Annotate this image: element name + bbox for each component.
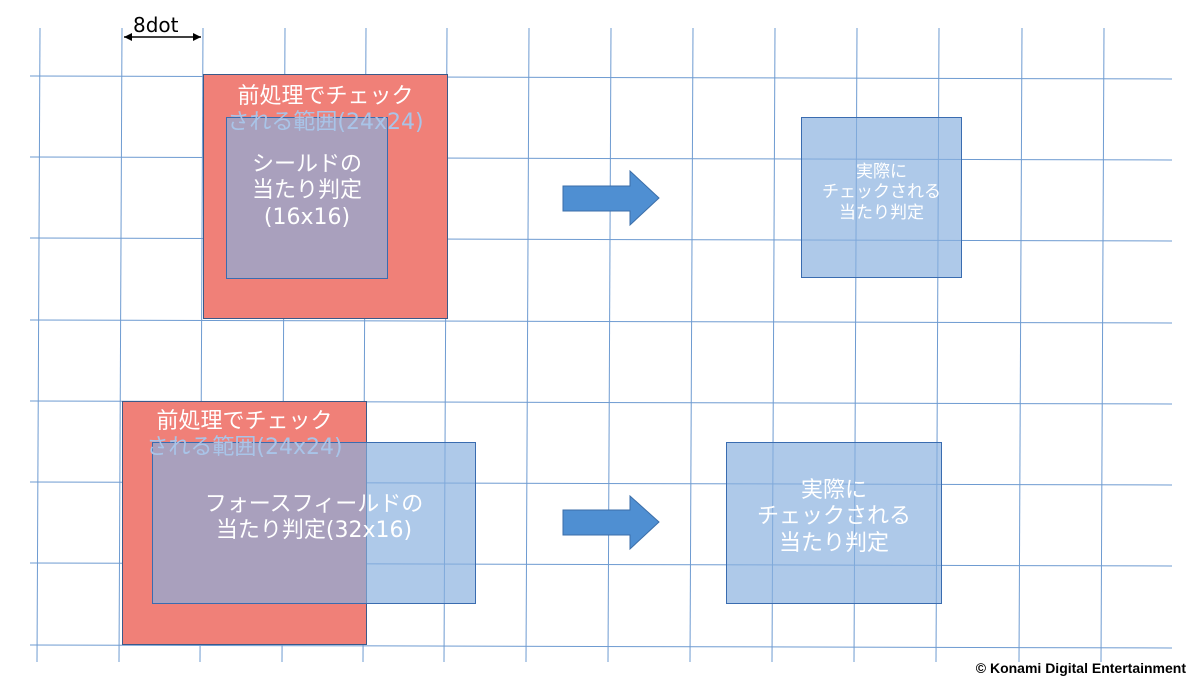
grid-line-vertical bbox=[525, 27, 530, 663]
result-label-bottom: 実際に チェックされる 当たり判定 bbox=[726, 478, 942, 557]
result-line-3: 当たり判定 bbox=[778, 530, 889, 556]
precheck-line-2: される範囲(24x24) bbox=[227, 110, 424, 136]
grid-line-horizontal bbox=[29, 644, 1173, 649]
result-label-top: 実際に チェックされる 当たり判定 bbox=[801, 162, 962, 223]
grid-line-vertical bbox=[607, 27, 612, 663]
force-field-label: フォースフィールドの 当たり判定(32x16) bbox=[152, 492, 476, 545]
grid-line-horizontal bbox=[29, 237, 1173, 242]
grid-line-vertical bbox=[118, 27, 123, 663]
grid-line-horizontal bbox=[29, 156, 1173, 161]
precheck-line-1: 前処理でチェック bbox=[156, 409, 333, 434]
grid-line-vertical bbox=[689, 27, 694, 663]
ruler bbox=[124, 33, 201, 41]
shield-line-3: (16x16) bbox=[263, 204, 351, 230]
grid-line-horizontal bbox=[29, 75, 1173, 80]
grid-line-vertical bbox=[1100, 27, 1105, 663]
force-field-line-2: 当たり判定(32x16) bbox=[215, 518, 413, 544]
grid-line-vertical bbox=[1018, 27, 1023, 663]
grid-line-vertical bbox=[36, 27, 41, 663]
precheck-label-bottom: 前処理でチェック される範囲(24x24) bbox=[122, 409, 367, 462]
shield-line-1: シールドの bbox=[251, 152, 362, 177]
result-line-2: チェックされる bbox=[756, 504, 911, 530]
result-line-1: 実際に bbox=[800, 478, 867, 503]
force-field-hitbox bbox=[152, 442, 476, 604]
ruler-label: 8dot bbox=[133, 13, 179, 37]
grid-line-horizontal bbox=[29, 319, 1173, 324]
right-arrow-icon bbox=[562, 494, 660, 551]
shield-line-2: 当たり判定 bbox=[251, 178, 362, 204]
result-line-1: 実際に bbox=[856, 162, 907, 182]
shield-hitbox bbox=[226, 117, 388, 279]
force-field-line-1: フォースフィールドの bbox=[204, 492, 424, 517]
result-hitbox-top bbox=[801, 117, 962, 278]
copyright-notice: © Konami Digital Entertainment bbox=[975, 660, 1186, 676]
right-arrow-icon bbox=[562, 169, 660, 227]
result-line-3: 当たり判定 bbox=[839, 202, 924, 223]
result-hitbox-bottom bbox=[726, 442, 942, 604]
precheck-line-2: される範囲(24x24) bbox=[146, 435, 343, 461]
precheck-line-1: 前処理でチェック bbox=[237, 84, 414, 109]
precheck-label-top: 前処理でチェック される範囲(24x24) bbox=[203, 84, 448, 137]
shield-label: シールドの 当たり判定 (16x16) bbox=[226, 152, 388, 231]
result-line-2: チェックされる bbox=[822, 182, 941, 203]
